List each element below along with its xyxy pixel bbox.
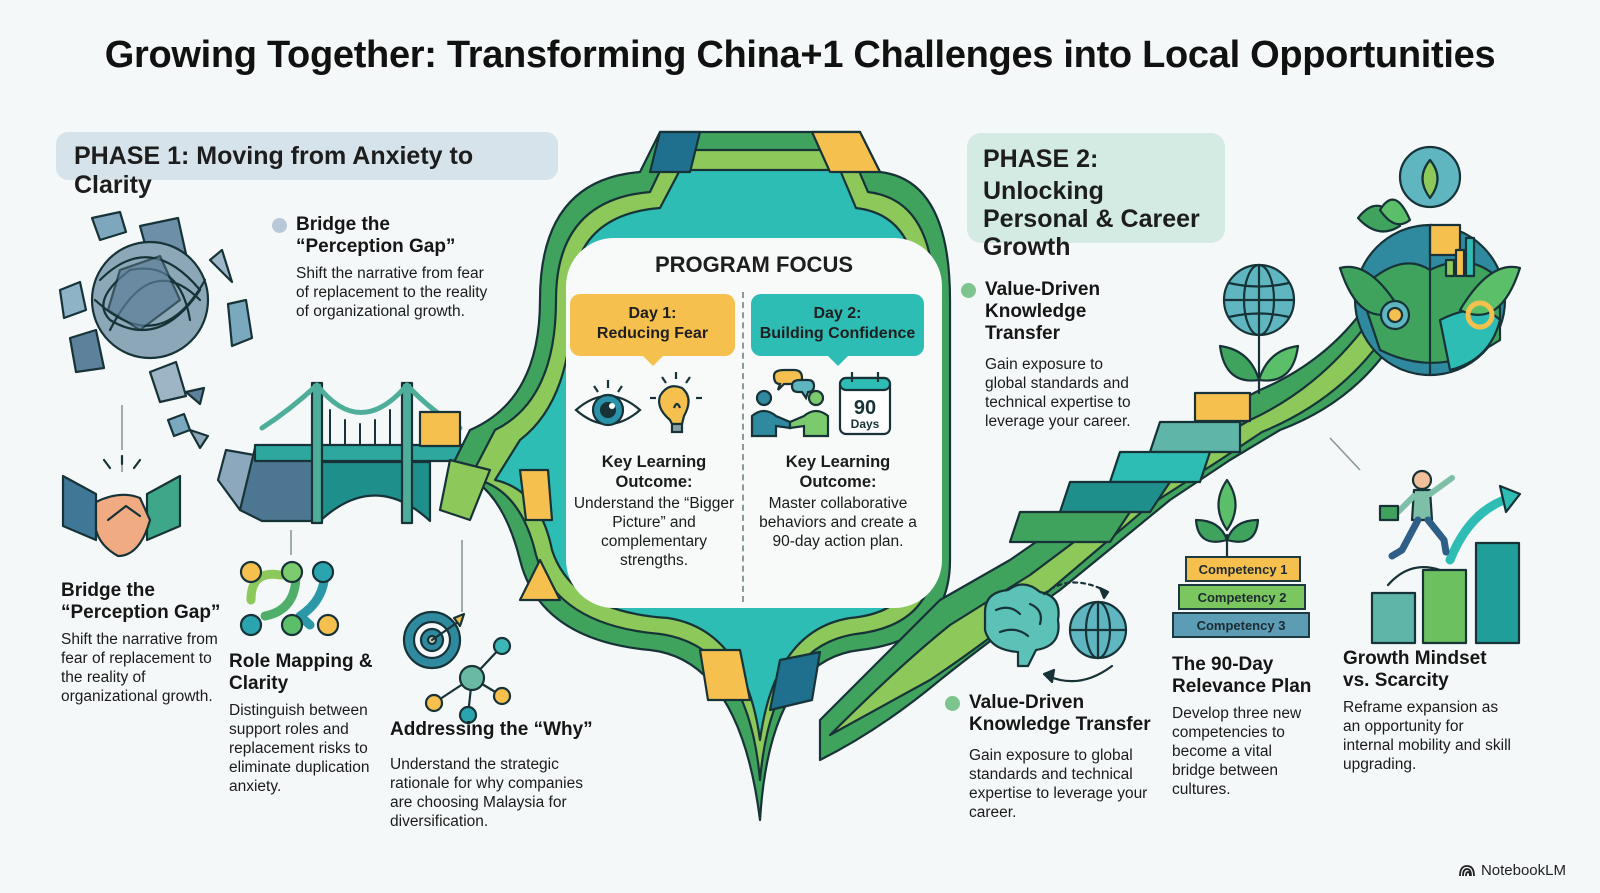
knowledge-transfer-top-text: Gain exposure to global standards and te… [985,356,1131,430]
knowledge-transfer-bottom-text: Gain exposure to global standards and te… [969,747,1148,821]
phase-1-label: PHASE 1: Moving from Anxiety to Clarity [56,132,558,199]
competency-1-step: Competency 1 [1185,556,1301,582]
globe-plant-icon [1218,263,1300,395]
phase-2-label: PHASE 2: Unlocking Personal & Career Gro… [967,133,1225,261]
knowledge-transfer-bottom-heading: Value-Driven Knowledge Transfer [969,692,1151,735]
target-network-icon [402,610,512,725]
climbing-bars-icon [1370,469,1522,645]
bridge-icon [216,381,472,525]
notebooklm-logo-icon [1459,864,1475,876]
knowledge-transfer-top-block: Value-Driven Knowledge Transfer Gain exp… [961,279,1145,431]
day-2-outcome-heading: Key Learning Outcome: [785,453,891,491]
path-nodes-icon [239,560,340,637]
day-1-name: Reducing Fear [596,325,709,342]
day-2-name: Building Confidence [759,325,916,342]
day-2-label: Day 2: [813,305,862,322]
day-2-outcome-text: Master collaborative behaviors and creat… [759,495,917,550]
rising-ribbon [818,298,1402,762]
relevance-plan-heading: The 90-Day Relevance Plan [1172,654,1312,697]
growth-mindset-heading: Growth Mindset vs. Scarcity [1343,648,1487,691]
connector-lines [121,405,1361,612]
bridge-gap-top-block: Bridge the “Perception Gap” Shift the na… [272,214,496,321]
day-divider [742,292,744,602]
knowledge-transfer-bottom-block: Value-Driven Knowledge Transfer Gain exp… [945,692,1159,822]
day-2-badge: Day 2: Building Confidence [751,294,924,366]
day-1-outcome-heading: Key Learning Outcome: [601,453,707,491]
bullet-dot [272,218,287,233]
bridge-gap-bottom-block: Bridge the “Perception Gap” Shift the na… [61,580,221,706]
brain-globe-exchange-icon [983,581,1128,684]
eye-icon [574,380,642,427]
addressing-why-text: Understand the strategic rationale for w… [390,756,583,830]
day-1-badge: Day 1: Reducing Fear [570,294,735,366]
plant-stack-icon [1194,478,1260,560]
bridge-gap-bottom-heading: Bridge the “Perception Gap” [61,580,221,623]
brand-name: NotebookLM [1480,862,1566,879]
bridge-gap-top-heading: Bridge the “Perception Gap” [296,214,456,257]
phase-2-label-line-2: Unlocking Personal & Career Growth [983,177,1200,261]
role-mapping-heading: Role Mapping & Clarity [229,651,373,694]
day-1-label: Day 1: [628,305,677,322]
role-mapping-text: Distinguish between support roles and re… [229,702,370,795]
bullet-dot [945,696,960,711]
program-focus-title: PROGRAM FOCUS [655,252,853,277]
day-1-outcome: Key Learning Outcome: Understand the “Bi… [572,452,736,570]
brand-mark: NotebookLM [1459,862,1566,879]
day-1-icons [574,372,702,434]
bridge-gap-top-text: Shift the narrative from fear of replace… [296,265,488,320]
addressing-why-heading: Addressing the “Why” [390,719,593,740]
calendar-icon: 90 Days [838,372,892,436]
lightbulb-icon [650,372,702,434]
relevance-plan-text: Develop three new competencies to become… [1172,705,1302,798]
role-mapping-block: Role Mapping & Clarity Distinguish betwe… [229,651,379,796]
page-title: Growing Together: Transforming China+1 C… [104,34,1496,76]
growth-globe-icon [1338,145,1522,377]
people-conversation-icon [750,368,830,438]
relevance-plan-block: The 90-Day Relevance Plan Develop three … [1172,654,1312,799]
calendar-unit: Days [851,417,880,431]
calendar-number: 90 [854,397,876,419]
competency-2-step: Competency 2 [1178,584,1306,610]
day-1-outcome-text: Understand the “Bigger Picture” and comp… [573,495,735,569]
bullet-dot [961,283,976,298]
handshake-icon [61,454,182,558]
growth-mindset-text: Reframe expansion as an opportunity for … [1343,699,1511,773]
day-2-icons: 90 Days [750,368,892,438]
phase-2-label-line-1: PHASE 2: [983,145,1099,173]
bridge-gap-bottom-text: Shift the narrative from fear of replace… [61,631,218,705]
day-2-outcome: Key Learning Outcome: Master collaborati… [752,452,924,551]
tangled-fragments-icon [58,210,254,450]
competency-3-step: Competency 3 [1172,612,1310,638]
addressing-why-block: Addressing the “Why” Understand the stra… [390,719,605,831]
knowledge-transfer-top-heading: Value-Driven Knowledge Transfer [985,279,1101,344]
growth-mindset-block: Growth Mindset vs. Scarcity Reframe expa… [1343,648,1513,774]
